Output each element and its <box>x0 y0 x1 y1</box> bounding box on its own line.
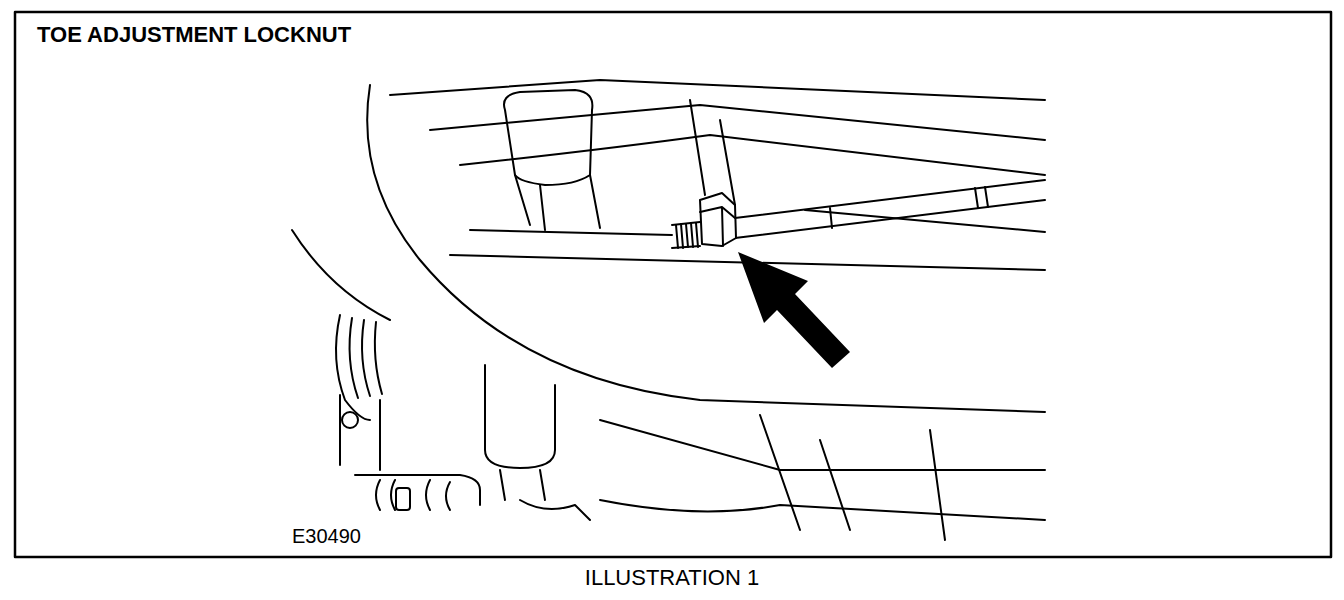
figure-number: E30490 <box>290 525 363 548</box>
pointer-arrow <box>738 252 850 368</box>
title: TOE ADJUSTMENT LOCKNUT <box>35 22 353 48</box>
caption: ILLUSTRATION 1 <box>0 565 1344 591</box>
